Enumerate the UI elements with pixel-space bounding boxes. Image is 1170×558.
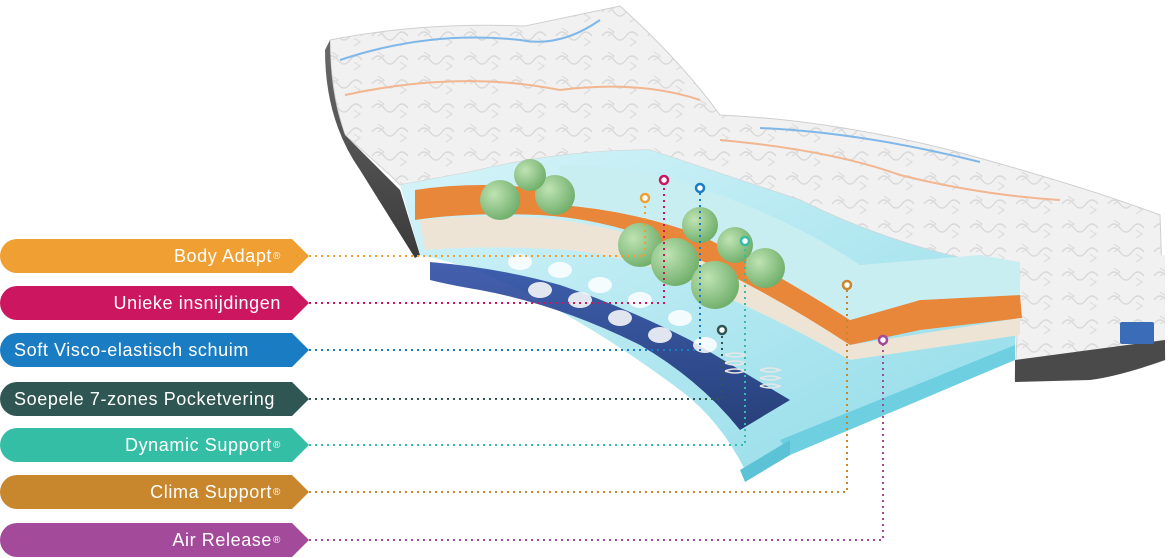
- leader-lines: [309, 180, 884, 541]
- label-clima-support: Clima Support®: [0, 475, 309, 509]
- label-text: Soft Visco-elastisch schuim: [14, 339, 249, 360]
- label-text: Body Adapt: [173, 245, 273, 266]
- label-text: Soepele 7-zones Pocketvering: [14, 388, 275, 409]
- label-air-release: Air Release®: [0, 523, 309, 557]
- registered-mark: ®: [273, 534, 281, 546]
- label-pocketvering: Soepele 7-zones Pocketvering: [0, 382, 309, 416]
- leader-dynamic-support: [309, 241, 746, 446]
- label-text: Unieke insnijdingen: [113, 292, 281, 313]
- registered-mark: ®: [273, 439, 281, 451]
- leader-markers: [639, 174, 889, 346]
- mattress-body: [325, 5, 1166, 382]
- leader-body-adapt: [309, 198, 646, 257]
- leader-soft-visco: [309, 188, 701, 351]
- label-dynamic-support: Dynamic Support®: [0, 428, 309, 462]
- label-text: Dynamic Support: [124, 434, 273, 455]
- label-soft-visco: Soft Visco-elastisch schuim: [0, 333, 309, 367]
- label-text: Air Release: [172, 529, 273, 550]
- registered-mark: ®: [273, 486, 281, 498]
- mattress-cross-section: [400, 150, 1022, 482]
- label-text: Clima Support: [150, 481, 273, 502]
- label-unieke-insnijdingen: Unieke insnijdingen: [0, 286, 309, 320]
- label-body-adapt: Body Adapt®: [0, 239, 309, 273]
- registered-mark: ®: [273, 250, 281, 262]
- leader-unieke-insnijdingen: [309, 180, 665, 304]
